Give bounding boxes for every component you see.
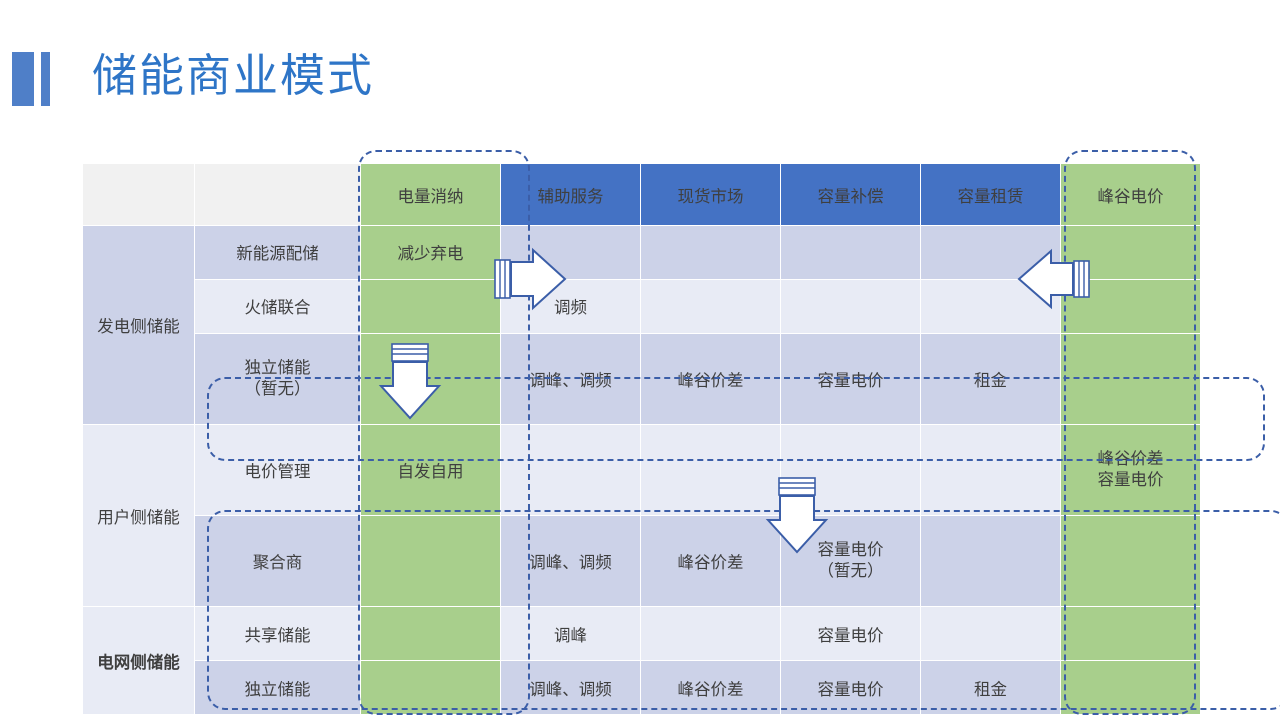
cell-r0-rongliangbuchang [780, 225, 921, 280]
cell-r4-xianhuoshichang: 峰谷价差 [640, 515, 781, 608]
sub-label-dianjiaguanli: 电价管理 [194, 423, 361, 517]
cell-r3-rongliangzulin [920, 423, 1061, 517]
cell-r0-dianliangxiaona: 减少弃电 [360, 225, 501, 280]
cell-r3-dianliangxiaona: 自发自用 [360, 423, 501, 517]
table-row: 火储联合 调频 [83, 278, 1201, 334]
header-dianliangxiaona[interactable]: 电量消纳 [360, 163, 501, 226]
cell-r0-xianhuoshichang [640, 225, 781, 280]
header-blank-group [82, 163, 195, 226]
cell-r3-rongliangbuchang [780, 423, 921, 517]
cell-r4-fenggudianjia [1060, 515, 1201, 608]
cell-r4-rongliangzulin [920, 515, 1061, 608]
cell-r2-fenggudianjia [1060, 332, 1201, 425]
header-xianhuoshichang[interactable]: 现货市场 [640, 163, 781, 226]
cell-r5-rongliangbuchang: 容量电价 [780, 606, 921, 662]
cell-r1-rongliangzulin [920, 278, 1061, 334]
group-label-yonghuce: 用户侧储能 [82, 423, 195, 608]
cell-r2-xianhuoshichang: 峰谷价差 [640, 332, 781, 425]
title-accent-thin-bar [41, 52, 50, 106]
table-row: 独立储能 调峰、调频 峰谷价差 容量电价 租金 [83, 660, 1201, 715]
header-rongliangzulin[interactable]: 容量租赁 [920, 163, 1061, 226]
cell-r1-rongliangbuchang [780, 278, 921, 334]
sub-label-juheshang: 聚合商 [194, 515, 361, 608]
cell-r2-dianliangxiaona [360, 332, 501, 425]
table-header-row: 电量消纳 辅助服务 现货市场 容量补偿 容量租赁 峰谷电价 [82, 163, 1201, 226]
cell-r6-rongliangzulin: 租金 [920, 660, 1061, 715]
cell-r1-fuzhufuwu: 调频 [500, 278, 641, 334]
table-row: 发电侧储能 新能源配储 减少弃电 [82, 225, 1201, 425]
cell-r4-fuzhufuwu: 调峰、调频 [500, 515, 641, 608]
cell-r6-dianliangxiaona [360, 660, 501, 715]
header-rongliangbuchang[interactable]: 容量补偿 [780, 163, 921, 226]
cell-r5-rongliangzulin [920, 606, 1061, 662]
title-accent-gap [34, 52, 41, 106]
cell-r2-rongliangzulin: 租金 [920, 332, 1061, 425]
cell-r5-xianhuoshichang [640, 606, 781, 662]
sub-label-xinnengyuanpeichu: 新能源配储 [194, 225, 361, 280]
cell-r3-fuzhufuwu [500, 423, 641, 517]
cell-r3-xianhuoshichang [640, 423, 781, 517]
sub-label-huochulianhe: 火储联合 [194, 278, 361, 334]
cell-r4-dianliangxiaona [360, 515, 501, 608]
cell-r2-rongliangbuchang: 容量电价 [780, 332, 921, 425]
cell-r0-fenggudianjia [1060, 225, 1201, 280]
cell-r6-xianhuoshichang: 峰谷价差 [640, 660, 781, 715]
cell-r0-rongliangzulin [920, 225, 1061, 280]
table-row: 独立储能（暂无） 调峰、调频 峰谷价差 容量电价 租金 [83, 332, 1201, 425]
cell-r6-fenggudianjia [1060, 660, 1201, 715]
cell-r5-fuzhufuwu: 调峰 [500, 606, 641, 662]
page-title: 储能商业模式 [92, 49, 375, 102]
cell-r1-fenggudianjia [1060, 278, 1201, 334]
header-fenggudianjia[interactable]: 峰谷电价 [1060, 163, 1201, 226]
header-blank-sub [194, 163, 361, 226]
sub-label-gongxiangchuneng: 共享储能 [194, 606, 361, 662]
title-accent-bars [12, 52, 50, 106]
table-row: 聚合商 调峰、调频 峰谷价差 容量电价（暂无） [83, 515, 1201, 608]
title-accent-thick-bar [12, 52, 34, 106]
business-model-table-wrap: 电量消纳 辅助服务 现货市场 容量补偿 容量租赁 峰谷电价 发电侧储能 新能源配… [82, 163, 1201, 715]
cell-r3-fenggudianjia: 峰谷价差容量电价 [1060, 423, 1201, 517]
cell-r5-dianliangxiaona [360, 606, 501, 662]
sub-label-dulichunengzanwu: 独立储能（暂无） [194, 332, 361, 425]
business-model-table: 电量消纳 辅助服务 现货市场 容量补偿 容量租赁 峰谷电价 发电侧储能 新能源配… [82, 163, 1201, 715]
cell-r5-fenggudianjia [1060, 606, 1201, 662]
cell-r2-fuzhufuwu: 调峰、调频 [500, 332, 641, 425]
header-fuzhufuwu[interactable]: 辅助服务 [500, 163, 641, 226]
cell-r1-xianhuoshichang [640, 278, 781, 334]
group-label-dianwangce: 电网侧储能 [82, 606, 195, 715]
cell-r1-dianliangxiaona [360, 278, 501, 334]
cell-r0-fuzhufuwu [500, 225, 641, 280]
table-row: 用户侧储能 电价管理 自发自用 峰谷价差容量电价 [82, 423, 1201, 608]
cell-r6-fuzhufuwu: 调峰、调频 [500, 660, 641, 715]
cell-r6-rongliangbuchang: 容量电价 [780, 660, 921, 715]
group-label-fadiance: 发电侧储能 [82, 225, 195, 425]
table-row: 电网侧储能 共享储能 调峰 容量电价 [82, 606, 1201, 715]
sub-label-dulichuneng: 独立储能 [194, 660, 361, 715]
cell-r4-rongliangbuchang: 容量电价（暂无） [780, 515, 921, 608]
